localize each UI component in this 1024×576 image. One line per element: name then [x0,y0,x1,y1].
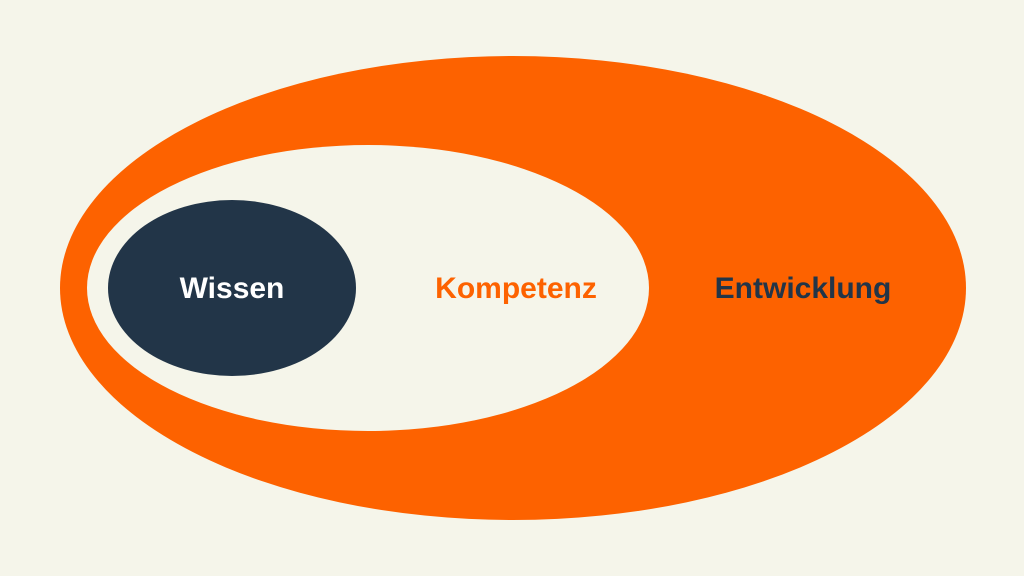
label-wissen: Wissen [179,272,285,305]
label-entwicklung: Entwicklung [714,272,892,305]
inner-ellipse-wissen [108,200,356,376]
label-kompetenz: Kompetenz [435,272,597,305]
